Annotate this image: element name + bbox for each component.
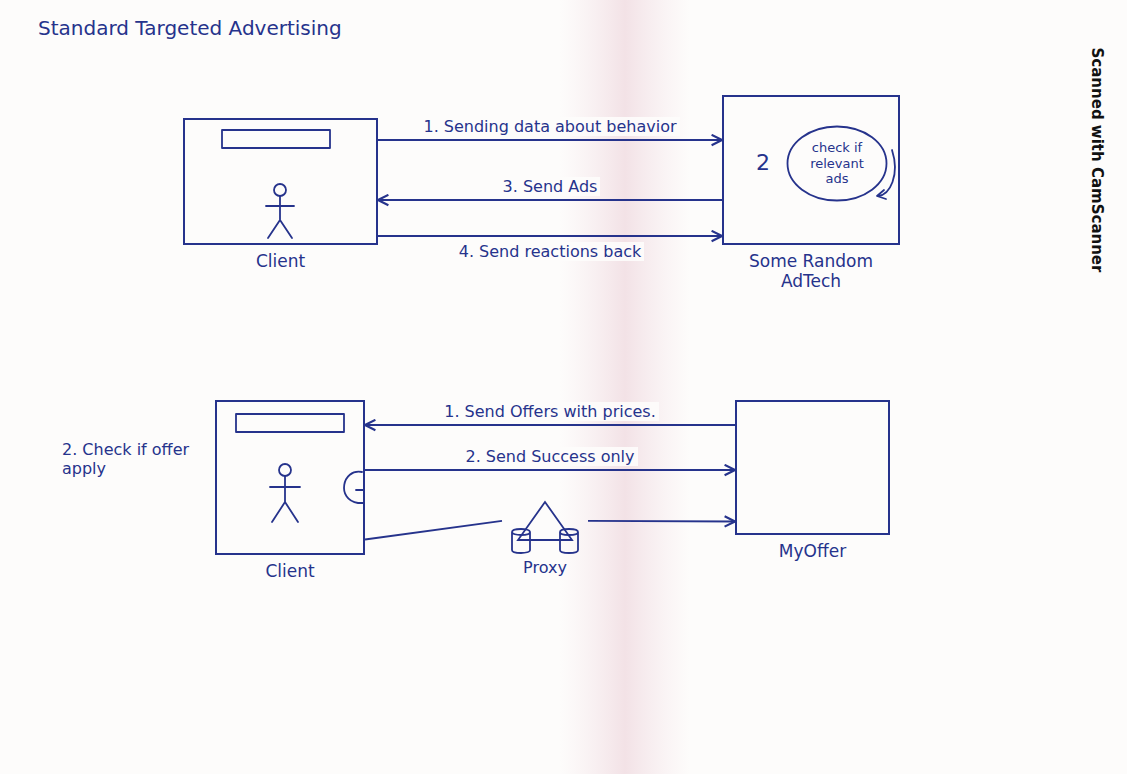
node-label: Proxy bbox=[523, 558, 567, 577]
client-box: Client bbox=[183, 118, 378, 245]
step-number: 2 bbox=[756, 150, 770, 176]
arrow-label: 3. Send Ads bbox=[500, 177, 601, 196]
cycle-arrowhead bbox=[877, 190, 886, 199]
arrow-label: 1. Send Offers with prices. bbox=[441, 402, 658, 421]
offer-box: MyOffer bbox=[735, 400, 890, 535]
proxy-node: Proxy bbox=[502, 496, 588, 579]
step-note: 2. Check if offer apply bbox=[62, 440, 194, 478]
database-symbol bbox=[560, 529, 578, 553]
client-box: Client bbox=[215, 400, 365, 555]
flow-arrow bbox=[378, 139, 722, 141]
label-holder: Client bbox=[196, 251, 366, 271]
proxy-drawing bbox=[512, 502, 578, 553]
flow-arrow bbox=[378, 235, 722, 237]
node-label: MyOffer bbox=[728, 541, 898, 561]
plugin-symbol bbox=[344, 472, 364, 503]
screen-symbol bbox=[222, 130, 330, 148]
flow-arrow bbox=[365, 521, 502, 540]
label-holder: Some Random AdTech bbox=[726, 251, 896, 292]
arrow-label: 4. Send reactions back bbox=[456, 242, 645, 261]
node-label: Client bbox=[196, 251, 366, 271]
arrow-label: 1. Sending data about behavior bbox=[420, 117, 679, 136]
label-holder: MyOffer bbox=[728, 541, 898, 561]
watermark: Scanned with CamScanner bbox=[1088, 48, 1106, 273]
label-holder: Client bbox=[205, 561, 375, 581]
database-symbol bbox=[512, 529, 530, 553]
person-figure bbox=[266, 184, 294, 238]
screen-symbol bbox=[236, 414, 344, 432]
node-label: Some Random AdTech bbox=[726, 251, 896, 292]
diagram-title: Standard Targeted Advertising bbox=[38, 16, 342, 40]
flow-arrow bbox=[365, 469, 735, 471]
circle-shape bbox=[788, 127, 887, 201]
flow-arrow bbox=[365, 424, 735, 426]
node-label: check if relevant ads bbox=[804, 140, 870, 187]
node-label: Client bbox=[205, 561, 375, 581]
adtech-box: Some Random AdTechcheck if relevant ads bbox=[722, 95, 900, 245]
flow-arrow bbox=[378, 199, 722, 201]
person-figure bbox=[270, 464, 300, 522]
arrow-label: 2. Send Success only bbox=[462, 447, 637, 466]
proxy-icon bbox=[508, 498, 582, 554]
flow-arrow bbox=[588, 520, 735, 522]
process-circle: check if relevant ads bbox=[786, 125, 888, 202]
